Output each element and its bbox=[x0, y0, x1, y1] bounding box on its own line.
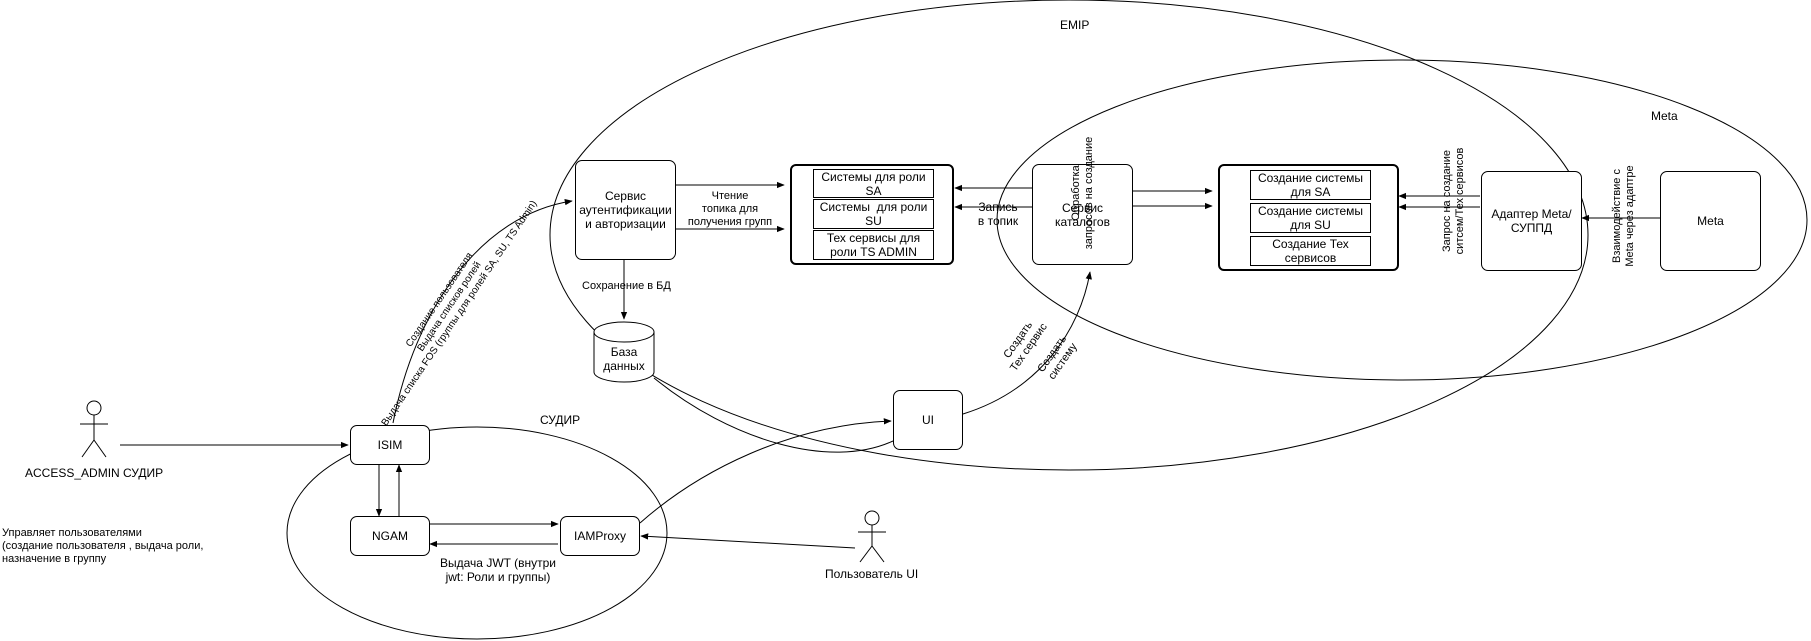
edge-iamproxy-to-ui bbox=[639, 418, 892, 524]
access-admin-label: ACCESS_ADMIN СУДИР bbox=[25, 466, 164, 480]
ui-user-label: Пользователь UI bbox=[825, 567, 919, 581]
edge-db-to-ui-link bbox=[653, 377, 894, 453]
read-topic-label: Чтение топика для получения групп bbox=[687, 190, 773, 228]
systems-by-role-group: Системы для роли SA Системы для роли SU … bbox=[790, 164, 954, 265]
sudir-region bbox=[286, 426, 668, 640]
systems-su-item[interactable]: Системы для роли SU bbox=[813, 199, 934, 229]
auth-service-node[interactable]: Сервис аутентификации и авторизации bbox=[575, 160, 676, 260]
request-create-label: Запрос на создание ситсем/Тех сервисов bbox=[1441, 147, 1466, 255]
isim-node[interactable]: ISIM bbox=[350, 425, 430, 465]
create-system-sa-item[interactable]: Создание системы для SA bbox=[1250, 170, 1371, 200]
meta-node[interactable]: Meta bbox=[1660, 171, 1761, 271]
sudir-title: СУДИР bbox=[540, 413, 581, 427]
admin-note: Управляет пользователями (создание польз… bbox=[2, 527, 204, 565]
meta-title: Meta bbox=[1651, 109, 1678, 123]
create-tech-services-item[interactable]: Создание Тех сервисов bbox=[1250, 236, 1371, 266]
ngam-node[interactable]: NGAM bbox=[350, 516, 430, 556]
systems-sa-item[interactable]: Системы для роли SA bbox=[813, 169, 934, 198]
ui-node[interactable]: UI bbox=[893, 390, 963, 450]
meta-adapter-node[interactable]: Адаптер Meta/ СУППД bbox=[1481, 171, 1582, 271]
creation-group: Создание системы для SA Создание системы… bbox=[1218, 164, 1399, 271]
emip-region bbox=[549, 0, 1589, 471]
create-system-su-item[interactable]: Создание системы для SU bbox=[1250, 203, 1371, 233]
write-topic-label: Запись в топик bbox=[977, 200, 1019, 228]
admin-actor-icon bbox=[80, 400, 108, 458]
tech-services-ts-admin-item[interactable]: Тех сервисы для роли TS ADMIN bbox=[813, 230, 934, 260]
processing-label: Обработка запросов на создание bbox=[1070, 136, 1095, 250]
edge-user-to-iamproxy bbox=[640, 533, 856, 549]
database-label: База данных bbox=[603, 345, 645, 373]
iamproxy-node[interactable]: IAMProxy bbox=[560, 516, 640, 556]
catalog-service-node[interactable]: Сервис каталогов bbox=[1032, 164, 1133, 265]
meta-region bbox=[996, 59, 1808, 381]
edge-isim-to-auth bbox=[392, 198, 573, 424]
interaction-label: Взаимодействие с Meta через адаптре bbox=[1611, 165, 1636, 267]
save-db-label: Сохранение в БД bbox=[582, 280, 671, 292]
emip-title: EMIP bbox=[1060, 18, 1090, 32]
database-cylinder bbox=[593, 321, 655, 383]
edge-ui-to-catalog bbox=[962, 271, 1092, 415]
jwt-label: Выдача JWT (внутри jwt: Роли и группы) bbox=[440, 556, 556, 584]
ui-user-actor-icon bbox=[858, 510, 886, 563]
